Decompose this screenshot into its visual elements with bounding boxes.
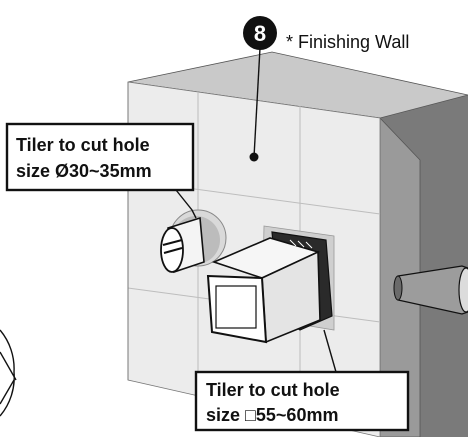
callout-square-line2: size □55~60mm: [206, 405, 338, 425]
callout-square-line1: Tiler to cut hole: [206, 380, 340, 400]
step-number: 8: [254, 21, 266, 46]
round-valve: [160, 209, 227, 274]
callout-square-hole: Tiler to cut hole size □55~60mm: [194, 370, 410, 432]
callout-round-line2: size Ø30~35mm: [16, 161, 152, 181]
detail-circle-partial: [0, 329, 17, 417]
wall-marker-dot: [249, 152, 259, 162]
leader-lines: [175, 47, 337, 373]
callout-round-line1: Tiler to cut hole: [16, 135, 150, 155]
square-cartridge: [206, 225, 335, 344]
pipe: [393, 265, 468, 315]
wall-back-region: [380, 95, 468, 437]
step-badge: 8: [243, 16, 277, 50]
finishing-wall-note: * Finishing Wall: [286, 32, 409, 52]
callout-round-hole: Tiler to cut hole size Ø30~35mm: [5, 122, 195, 192]
